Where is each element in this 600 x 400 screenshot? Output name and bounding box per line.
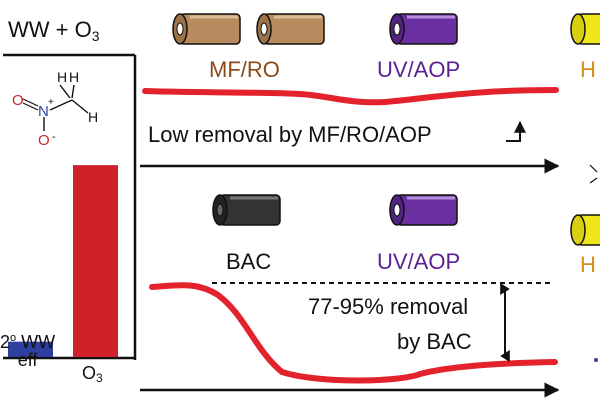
bent-arrow-icon xyxy=(506,120,526,142)
bar-chart-frame xyxy=(3,53,137,360)
top-concentration-line xyxy=(142,87,559,106)
bac-label: BAC xyxy=(226,249,272,274)
bottom-cartridges xyxy=(212,194,600,246)
bar-category-label: O3 xyxy=(82,363,103,385)
oxygen-atom-bottom: O xyxy=(38,132,50,149)
bar-chart-bars xyxy=(8,165,118,357)
top-cartridges xyxy=(172,13,600,45)
uv-aop-cartridge-bottom xyxy=(389,194,458,226)
partial-label-top: H xyxy=(580,57,596,82)
right-edge-partial-molecule xyxy=(589,164,598,362)
uv-aop-cartridge-top xyxy=(389,13,458,45)
yellow-cartridge-top-partial xyxy=(570,13,600,45)
low-removal-note: Low removal by MF/RO/AOP xyxy=(148,122,432,147)
bac-cartridge xyxy=(212,194,281,226)
bar-ozonated xyxy=(73,165,118,357)
mf-cartridge-1 xyxy=(172,13,241,45)
nitrogen-charge: + xyxy=(48,97,54,108)
hydrogen-atom: H xyxy=(69,69,80,85)
removal-by-bac-note: by BAC xyxy=(397,329,472,354)
bar-category-label: 2o WW eff xyxy=(0,332,56,370)
bottom-concentration-line xyxy=(149,282,558,384)
hydrogen-atom: H xyxy=(57,69,68,85)
yellow-cartridge-bottom-partial xyxy=(570,214,600,246)
uv-aop-label-bottom: UV/AOP xyxy=(377,249,461,274)
oxygen-charge: - xyxy=(52,131,56,143)
mf-ro-label: MF/RO xyxy=(209,57,280,82)
partial-label-bottom: H xyxy=(580,252,596,277)
bar-secondary-ww-effluent xyxy=(8,341,53,357)
nitrogen-atom: N xyxy=(38,103,49,120)
ro-cartridge-2 xyxy=(256,13,325,45)
oxygen-atom-top: O xyxy=(12,92,24,109)
panel-title: WW + O3 xyxy=(8,17,100,44)
uv-aop-label-top: UV/AOP xyxy=(377,57,461,82)
hydrogen-atom: H xyxy=(88,109,99,125)
nitromethane-molecule xyxy=(22,84,89,131)
removal-percent-note: 77-95% removal xyxy=(308,294,469,319)
